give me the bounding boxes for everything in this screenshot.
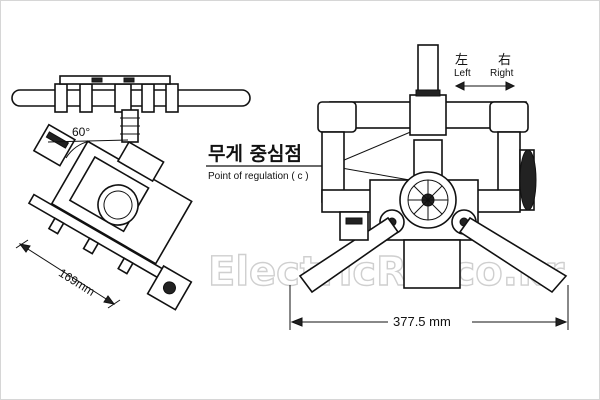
left-top-plate: [59, 75, 171, 85]
direction-left-cjk: 左: [455, 53, 468, 68]
direction-arrow-right: [505, 81, 516, 91]
left-clamp-5: [165, 83, 179, 113]
left-dimension-line: [19, 243, 115, 305]
right-left-skid-leg: [298, 216, 400, 294]
left-base-foot-3: [117, 257, 134, 275]
direction-right-label: Right: [490, 68, 514, 79]
center-label-english: Point of regulation ( c ): [208, 171, 309, 182]
right-side-belt: [519, 149, 537, 211]
left-clamp-4: [141, 83, 155, 113]
right-dim-arrow-2: [555, 317, 568, 327]
left-camera-lens-inner: [103, 190, 133, 220]
right-center-block: [409, 94, 447, 136]
angle-label: 60°: [72, 125, 90, 139]
right-camera-lower: [403, 239, 461, 289]
left-dim-arrow-1: [18, 243, 31, 253]
right-dim-arrow-1: [290, 317, 303, 327]
left-dim-arrow-2: [103, 295, 116, 305]
left-mount-block: [116, 140, 165, 183]
left-base-foot-1: [47, 217, 65, 235]
center-of-gravity-label: 무게 중심점 Point of regulation ( c ): [206, 127, 445, 187]
left-plate-bolt-2: [123, 77, 135, 83]
right-right-skid-leg: [458, 216, 568, 294]
left-clamp-2: [79, 83, 93, 113]
direction-left-label: Left: [454, 68, 471, 79]
center-label-korean: 무게 중심점: [208, 143, 302, 165]
right-gear-spoke-4: [413, 185, 443, 215]
right-dim-label-bg: [388, 313, 472, 329]
right-center-block-cap: [415, 89, 441, 97]
left-motor-box-1-detail: [45, 131, 70, 149]
center-leader-line-1: [329, 127, 421, 167]
right-gimbal-view: 左 右 Left Right 377.5 mm: [289, 44, 569, 330]
right-left-motor-detail: [345, 217, 363, 225]
left-base-foot-2: [82, 237, 100, 255]
left-motor-box-1: [32, 123, 76, 167]
right-left-motor-box: [339, 211, 369, 241]
angle-arc: [65, 140, 91, 159]
right-left-bracket: [317, 101, 357, 133]
left-dimension-label: 169mm: [56, 266, 97, 299]
right-right-bracket: [489, 101, 529, 133]
left-tilted-assembly: [27, 123, 193, 311]
left-motor-box-2-hub: [162, 281, 176, 295]
left-plate-bolt-1: [91, 77, 103, 83]
direction-arrow-left: [454, 81, 465, 91]
left-clamp-3: [114, 83, 132, 113]
left-clamp-1: [54, 83, 68, 113]
right-dimension-label: 377.5 mm: [393, 314, 451, 329]
left-gimbal-view: 60° 169mm: [11, 75, 251, 311]
direction-right-cjk: 右: [498, 53, 511, 68]
